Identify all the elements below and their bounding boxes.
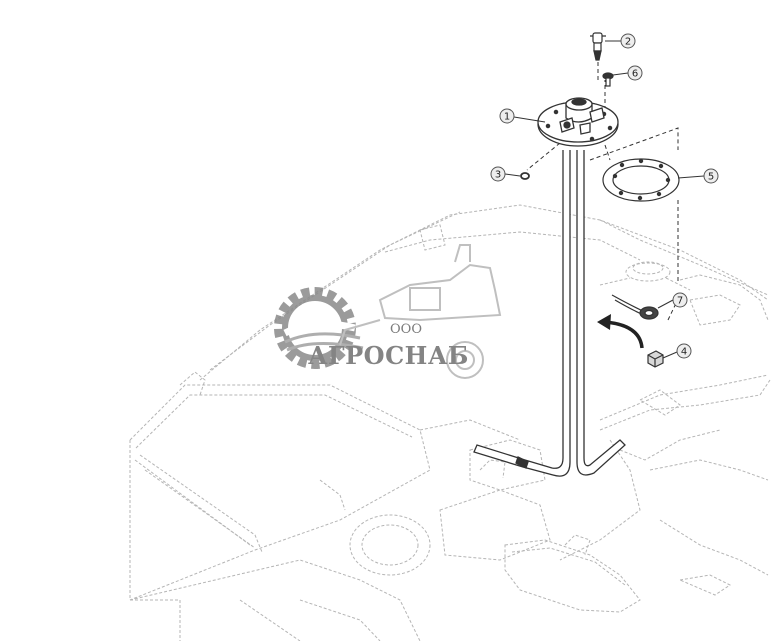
callout-2: 2 [605,33,636,49]
callout-2-label: 2 [625,37,631,48]
watermark-prefix: ООО [390,322,422,337]
fitting-part-2 [590,32,606,61]
watermark-name: АГРОСНАБ [308,341,469,370]
ghost-filler-neck [599,261,691,291]
callout-7: 7 [657,292,688,309]
ghost-frame-outline [129,204,771,641]
callout-6-label: 6 [632,69,638,80]
screw-part-6 [602,72,614,87]
callout-1: 1 [499,108,546,124]
callout-7-label: 7 [677,296,683,307]
install-arrow-icon [597,314,644,349]
callout-4-label: 4 [681,347,687,358]
callout-6: 6 [612,65,643,81]
o-ring-part-3 [520,172,530,180]
callout-4: 4 [662,343,692,359]
callout-3: 3 [490,166,521,182]
combine-harvester-icon [339,244,502,379]
callout-5-label: 5 [708,172,714,183]
strap-part-7 [611,294,659,320]
nut-part-4 [647,350,664,368]
callouts: 1 2 3 4 5 6 [490,33,719,359]
fuel-sender-unit-part-1 [473,97,626,477]
gear-icon [274,287,364,369]
callout-1-label: 1 [504,112,510,123]
gasket-part-5 [602,158,680,202]
callout-3-label: 3 [495,170,501,181]
watermark-logo: ООО АГРОСНАБ [274,244,502,379]
callout-5: 5 [677,168,719,184]
